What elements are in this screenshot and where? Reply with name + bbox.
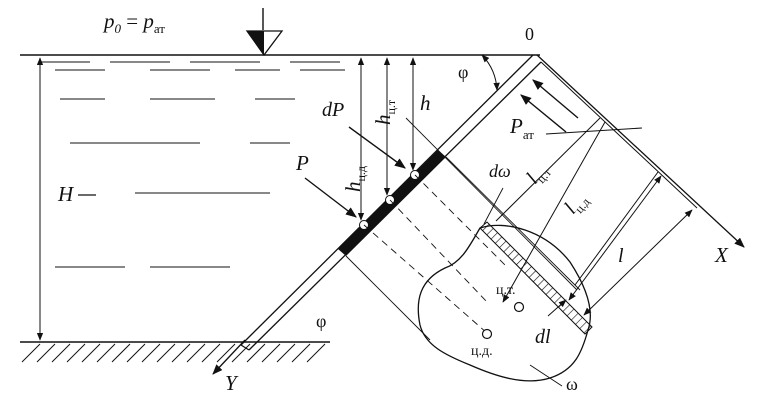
force-P-arrow [304, 177, 357, 218]
origin-label: 0 [525, 24, 534, 44]
free-surface-marker-icon [245, 8, 284, 57]
domega-leader [483, 187, 504, 225]
dl-arrow [547, 299, 567, 317]
inclined-wall [240, 54, 542, 351]
depth-dimensions [357, 57, 417, 221]
dP-label: dP [322, 99, 344, 121]
domega-label: dω [489, 161, 511, 181]
y-axis [212, 339, 246, 375]
h-ct-label: hц.т [371, 99, 398, 125]
center-of-gravity-point [513, 301, 525, 313]
projection-lines [345, 117, 581, 341]
P-label: P [295, 151, 309, 175]
Y-axis-label: Y [225, 371, 239, 395]
Pat-label: Pат [509, 114, 534, 142]
atmospheric-pressure-arrows [520, 79, 579, 133]
center-of-gravity-label: ц.т. [496, 283, 516, 298]
area-omega-outline [417, 224, 591, 382]
center-of-pressure-point [481, 328, 493, 340]
p0-label: p0 = pат [102, 9, 165, 36]
angle-phi-top-arc [481, 54, 500, 91]
X-axis-label: X [714, 243, 729, 267]
h-label: h [420, 91, 431, 115]
dl-label: dl [535, 326, 551, 348]
l-label: l [618, 245, 624, 267]
area-element-domega [479, 221, 593, 335]
omega-leader [529, 364, 563, 387]
force-dP-arrow [348, 126, 406, 169]
depth-H-dimension [36, 57, 96, 341]
phi-top-label: φ [458, 62, 468, 82]
x-axis [536, 54, 745, 248]
bottom-hatching [21, 343, 326, 363]
H-label: H [57, 182, 75, 206]
l-ct-label: lц.т [522, 158, 555, 190]
omega-label: ω [566, 374, 578, 394]
h-cd-label: hц.д [341, 166, 368, 192]
phi-bottom-label: φ [316, 311, 326, 331]
center-of-pressure-label: ц.д. [471, 344, 493, 359]
water-surface-dashes [40, 61, 345, 268]
length-dimensions [495, 61, 698, 316]
